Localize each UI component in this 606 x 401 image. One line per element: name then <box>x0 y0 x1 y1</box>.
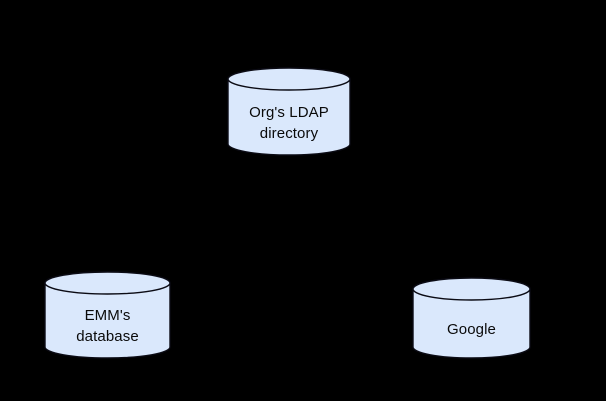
cylinder-google[interactable]: Google <box>412 277 531 359</box>
cylinder-shape <box>44 271 171 359</box>
cylinder-top-ellipse <box>44 271 171 295</box>
cylinder-shape <box>412 277 531 359</box>
cylinder-orgs-ldap-directory[interactable]: Org's LDAP directory <box>227 67 351 156</box>
cylinder-emms-database[interactable]: EMM's database <box>44 271 171 359</box>
cylinder-shape <box>227 67 351 156</box>
cylinder-top-ellipse <box>227 67 351 91</box>
cylinder-top-ellipse <box>412 277 531 301</box>
